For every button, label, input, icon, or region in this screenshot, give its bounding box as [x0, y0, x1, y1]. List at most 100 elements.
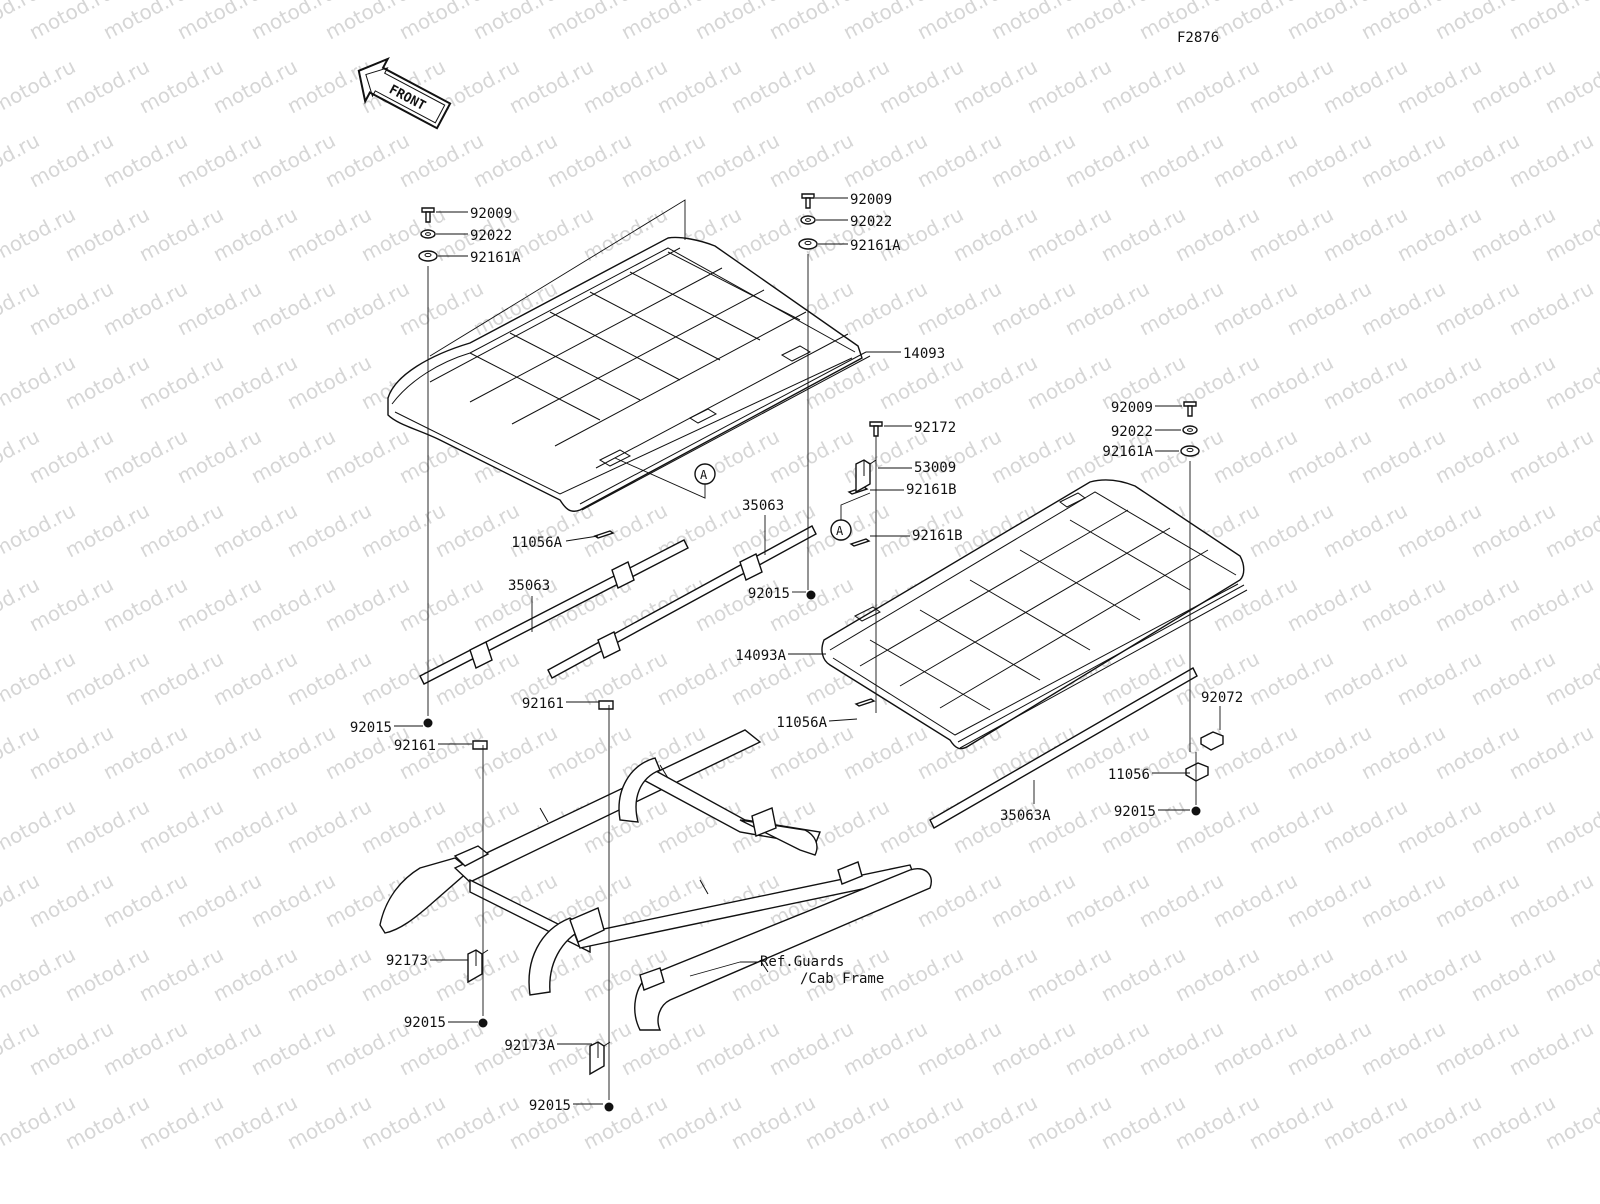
watermark-text: motod.ru [1245, 498, 1337, 562]
bracket-icon [855, 459, 877, 494]
part-number-label: 92173A [504, 1038, 555, 1054]
watermark-text: motod.ru [25, 868, 117, 932]
watermark-text: motod.ru [765, 572, 857, 636]
watermark-text: motod.ru [1357, 1016, 1449, 1080]
watermark-text: motod.ru [1357, 128, 1449, 192]
part-number-label: 14093 [903, 346, 945, 362]
watermark-text: motod.ru [1319, 54, 1411, 118]
watermark-text: motod.ru [209, 1090, 301, 1154]
watermark-text: motod.ru [1023, 202, 1115, 266]
watermark-text: motod.ru [1319, 202, 1411, 266]
watermark-text: motod.ru [1319, 1090, 1411, 1154]
watermark-text: motod.ru [173, 276, 265, 340]
watermark-text: motod.ru [1023, 794, 1115, 858]
watermark-text: motod.ru [1097, 54, 1189, 118]
watermark-text: motod.ru [875, 794, 967, 858]
part-number-label: 92072 [1201, 690, 1243, 706]
watermark-text: motod.ru [949, 202, 1041, 266]
watermark-text: motod.ru [99, 1016, 191, 1080]
part-number-label: 92161A [1102, 444, 1153, 460]
watermark-text: motod.ru [209, 350, 301, 414]
watermark-text: motod.ru [949, 942, 1041, 1006]
watermark-text: motod.ru [283, 1090, 375, 1154]
watermark-text: motod.ru [247, 276, 339, 340]
part-number-label: 92015 [404, 1015, 446, 1031]
watermark-text: motod.ru [173, 572, 265, 636]
watermark-text: motod.ru [653, 1090, 745, 1154]
part-number-label: 35063 [742, 498, 784, 514]
part-number-label: 92015 [748, 586, 790, 602]
watermark-text: motod.ru [1245, 350, 1337, 414]
watermark-text: motod.ru [1393, 794, 1485, 858]
watermark-text: motod.ru [1171, 794, 1263, 858]
watermark-text: motod.ru [283, 646, 375, 710]
watermark-text: motod.ru [321, 1016, 413, 1080]
watermark-text: motod.ru [61, 498, 153, 562]
watermark-text: motod.ru [1393, 498, 1485, 562]
part-number-label: 92015 [529, 1098, 571, 1114]
rear-roof-panel [821, 479, 1248, 750]
watermark-text: motod.ru [209, 498, 301, 562]
watermark-text: motod.ru [247, 720, 339, 784]
watermark-text: motod.ru [1467, 1090, 1559, 1154]
watermark-text: motod.ru [913, 1016, 1005, 1080]
watermark-text: motod.ru [1393, 54, 1485, 118]
rear-cross-bar-35063A [929, 667, 1198, 829]
watermark-text: motod.ru [765, 1016, 857, 1080]
callout-leader [828, 718, 858, 722]
watermark-text: motod.ru [727, 1090, 819, 1154]
watermark-text: motod.ru [1245, 1090, 1337, 1154]
part-number-label: 92172 [914, 420, 956, 436]
part-number-label: 92022 [1111, 424, 1153, 440]
bolt-icon [869, 421, 883, 437]
callout-leader [565, 535, 599, 542]
watermark-text: motod.ru [579, 1090, 671, 1154]
watermark-text: motod.ru [1061, 276, 1153, 340]
watermark-text: motod.ru [987, 424, 1079, 488]
watermark-text: motod.ru [875, 942, 967, 1006]
watermark-text: motod.ru [801, 202, 893, 266]
watermark-text: motod.ru [61, 350, 153, 414]
watermark-text: motod.ru [1061, 128, 1153, 192]
watermark-text: motod.ru [1283, 424, 1375, 488]
watermark-text: motod.ru [135, 646, 227, 710]
part-number-label: 92161A [470, 250, 521, 266]
watermark-text: motod.ru [1467, 54, 1559, 118]
watermark-text: motod.ru [949, 1090, 1041, 1154]
watermark-text: motod.ru [1319, 942, 1411, 1006]
watermark-text: motod.ru [99, 276, 191, 340]
watermark-text: motod.ru [1357, 276, 1449, 340]
watermark-text: motod.ru [1467, 794, 1559, 858]
watermark-text: motod.ru [321, 424, 413, 488]
watermark-text: motod.ru [135, 942, 227, 1006]
watermark-text: motod.ru [801, 1090, 893, 1154]
watermark-text: motod.ru [25, 720, 117, 784]
watermark-text: motod.ru [1431, 720, 1523, 784]
reference-a-rear: A [830, 492, 871, 541]
nut-icon [478, 1018, 488, 1028]
watermark-text: motod.ru [1393, 646, 1485, 710]
watermark-text: motod.ru [135, 202, 227, 266]
watermark-text: motod.ru [1467, 498, 1559, 562]
watermark-text: motod.ru [1467, 350, 1559, 414]
watermark-text: motod.ru [173, 868, 265, 932]
watermark-text: motod.ru [1283, 128, 1375, 192]
svg-text:A: A [836, 524, 844, 538]
part-number-label: 92022 [850, 214, 892, 230]
watermark-text: motod.ru [1135, 128, 1227, 192]
watermark-text: motod.ru [913, 128, 1005, 192]
pad-icon [472, 740, 488, 750]
part-number-label: 92015 [350, 720, 392, 736]
watermark-text: motod.ru [691, 128, 783, 192]
watermark-text: motod.ru [173, 128, 265, 192]
watermark-text: motod.ru [1393, 350, 1485, 414]
watermark-text: motod.ru [357, 794, 449, 858]
bolt-icon [421, 207, 435, 223]
part-number-label: 92161 [522, 696, 564, 712]
watermark-text: motod.ru [1467, 202, 1559, 266]
part-number-label: 92173 [386, 953, 428, 969]
watermark-text: motod.ru [949, 54, 1041, 118]
watermark-text: motod.ru [99, 720, 191, 784]
watermark-text: motod.ru [839, 128, 931, 192]
watermark-text: motod.ru [1431, 868, 1523, 932]
